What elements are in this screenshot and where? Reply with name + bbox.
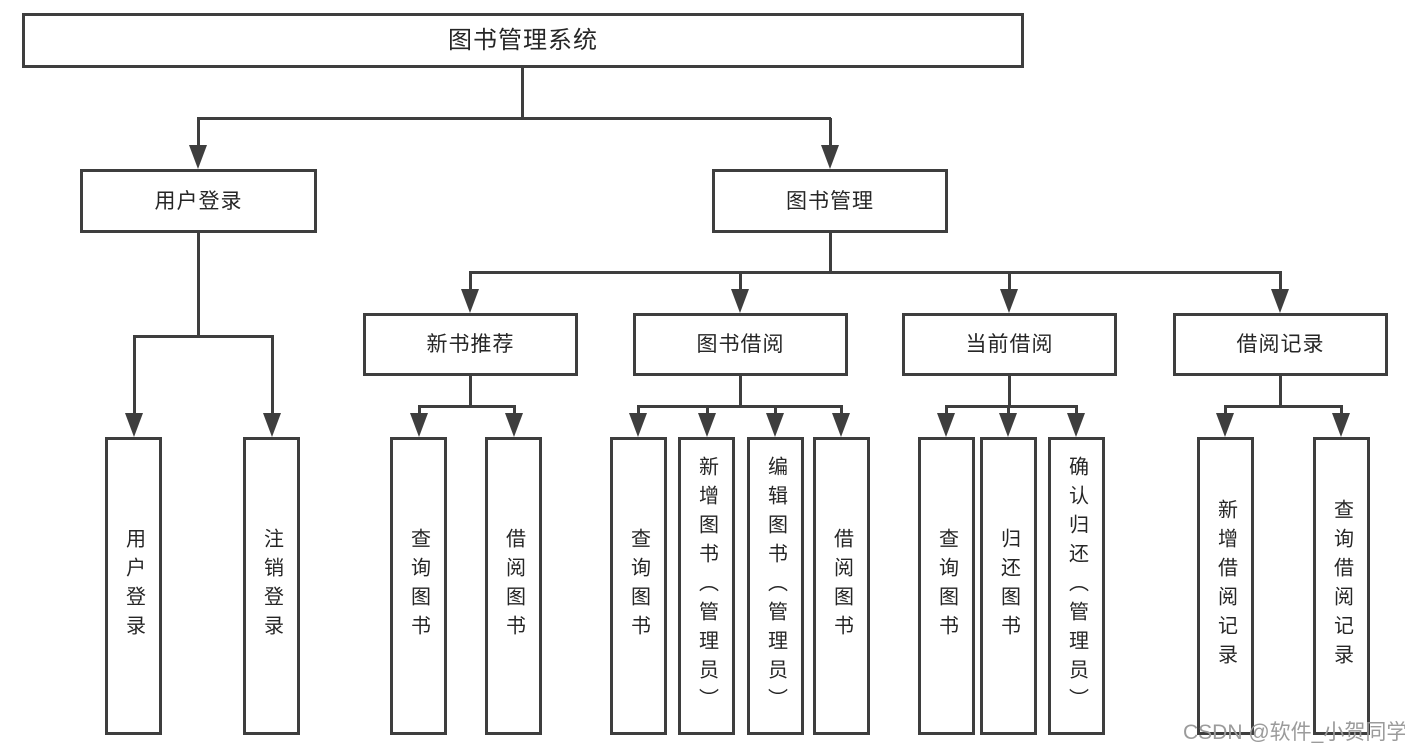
arrowhead (937, 413, 955, 437)
connector-line (739, 376, 742, 407)
connector-line (271, 336, 274, 414)
arrowhead (1332, 413, 1350, 437)
arrowhead (189, 145, 207, 169)
node-leaf-add-book-admin: 新增图书（管理员） (678, 437, 735, 735)
arrowhead (1000, 289, 1018, 313)
node-current-borrow: 当前借阅 (902, 313, 1117, 376)
connector-line (469, 271, 1282, 274)
node-leaf-user-login: 用户登录 (105, 437, 162, 735)
node-label: 编辑图书（管理员） (764, 455, 787, 717)
arrowhead (461, 289, 479, 313)
connector-line (840, 406, 843, 416)
connector-line (197, 233, 200, 337)
connector-line (945, 406, 948, 416)
arrowhead (1216, 413, 1234, 437)
connector-line (1340, 406, 1343, 416)
arrowhead (505, 413, 523, 437)
connector-line (1007, 406, 1010, 416)
connector-line (521, 68, 524, 118)
arrowhead (629, 413, 647, 437)
csdn-watermark: CSDN @软件_小贺同学 (1183, 721, 1405, 744)
node-leaf-logout: 注销登录 (243, 437, 300, 735)
arrowhead (410, 413, 428, 437)
arrowhead (263, 413, 281, 437)
node-label: 查询图书 (627, 528, 650, 644)
connector-line (197, 118, 200, 150)
connector-line (513, 406, 516, 416)
connector-line (774, 406, 777, 416)
connector-line (1279, 272, 1282, 290)
node-label: 借阅图书 (830, 528, 853, 644)
node-label: 图书管理系统 (448, 26, 598, 54)
node-label: 用户登录 (122, 528, 145, 644)
connector-line (133, 336, 136, 414)
connector-line (418, 405, 516, 408)
connector-line (739, 272, 742, 290)
connector-line (706, 406, 709, 416)
arrowhead (999, 413, 1017, 437)
node-leaf-edit-book-admin: 编辑图书（管理员） (747, 437, 804, 735)
node-label: 图书借阅 (696, 333, 785, 356)
node-user-login: 用户登录 (80, 169, 317, 233)
connector-line (469, 376, 472, 407)
connector-line (133, 335, 274, 338)
connector-line (1008, 376, 1011, 407)
connector-line (829, 233, 832, 273)
arrowhead (1271, 289, 1289, 313)
connector-line (637, 406, 640, 416)
node-leaf-query-book-current: 查询图书 (918, 437, 975, 735)
node-leaf-add-borrow-record: 新增借阅记录 (1197, 437, 1254, 735)
node-leaf-return-book: 归还图书 (980, 437, 1037, 735)
connector-line (1224, 406, 1227, 416)
connector-line (637, 405, 843, 408)
arrowhead (821, 145, 839, 169)
arrowhead (698, 413, 716, 437)
connector-line (1075, 406, 1078, 416)
node-leaf-query-book-recommend: 查询图书 (390, 437, 447, 735)
node-book-management: 图书管理 (712, 169, 948, 233)
arrowhead (731, 289, 749, 313)
arrowhead (125, 413, 143, 437)
connector-line (829, 118, 832, 150)
connector-line (469, 272, 472, 290)
node-book-borrow: 图书借阅 (633, 313, 848, 376)
node-label: 归还图书 (997, 528, 1020, 644)
connector-line (1279, 376, 1282, 407)
connector-line (418, 406, 421, 416)
node-label: 注销登录 (260, 528, 283, 644)
node-leaf-query-book-borrow: 查询图书 (610, 437, 667, 735)
node-new-book-recommend: 新书推荐 (363, 313, 578, 376)
node-label: 查询图书 (935, 528, 958, 644)
arrowhead (832, 413, 850, 437)
node-label: 新增借阅记录 (1214, 499, 1237, 673)
node-label: 当前借阅 (965, 333, 1054, 356)
node-label: 借阅图书 (502, 528, 525, 644)
node-label: 用户登录 (154, 189, 243, 213)
connector-line (1008, 272, 1011, 290)
node-leaf-confirm-return-admin: 确认归还（管理员） (1048, 437, 1105, 735)
node-label: 查询图书 (407, 528, 430, 644)
node-label: 确认归还（管理员） (1065, 455, 1088, 717)
node-label: 新书推荐 (426, 333, 515, 356)
arrowhead (766, 413, 784, 437)
node-leaf-query-borrow-record: 查询借阅记录 (1313, 437, 1370, 735)
connector-line (197, 117, 831, 120)
arrowhead (1067, 413, 1085, 437)
connector-line (1224, 405, 1343, 408)
node-label: 借阅记录 (1236, 333, 1325, 356)
node-leaf-borrow-book-recommend: 借阅图书 (485, 437, 542, 735)
connector-line (945, 405, 1078, 408)
node-label: 查询借阅记录 (1330, 499, 1353, 673)
node-borrow-records: 借阅记录 (1173, 313, 1388, 376)
node-label: 新增图书（管理员） (695, 455, 718, 717)
node-library-system: 图书管理系统 (22, 13, 1024, 68)
node-label: 图书管理 (786, 189, 874, 213)
node-leaf-borrow-book: 借阅图书 (813, 437, 870, 735)
